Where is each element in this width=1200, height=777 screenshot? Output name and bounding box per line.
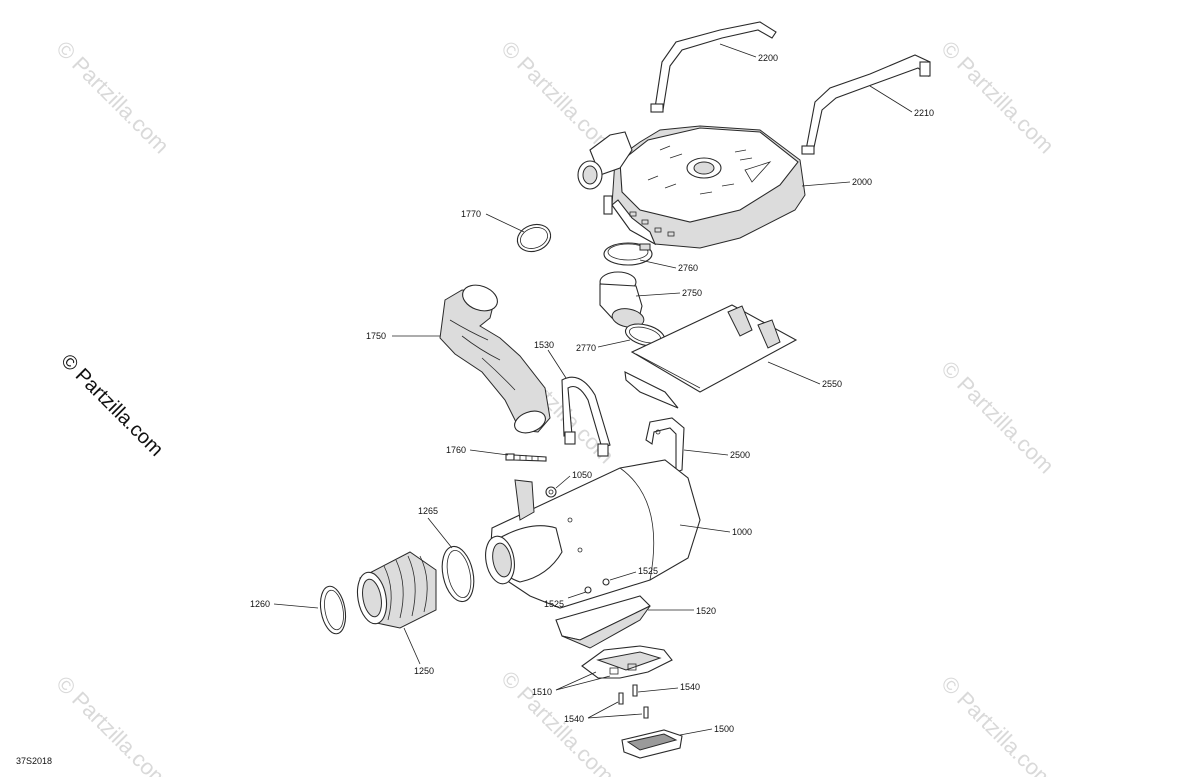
callout-1540-right: 1540 — [680, 682, 700, 692]
callout-1520: 1520 — [696, 606, 716, 616]
callout-1265: 1265 — [418, 506, 438, 516]
callout-1750: 1750 — [366, 331, 386, 341]
callout-1525-upper: 1525 — [638, 566, 658, 576]
part-2750-elbow — [599, 271, 645, 328]
part-1000-muffler — [485, 459, 701, 609]
part-1750-duct — [439, 284, 551, 434]
leader-lines — [273, 43, 913, 736]
callout-1770: 1770 — [461, 209, 481, 219]
watermark-main: © Partzilla.com — [56, 350, 167, 461]
part-1525-screws — [584, 578, 610, 594]
part-2210-strap — [801, 54, 931, 155]
part-2770-clamp — [624, 323, 666, 347]
callout-2210: 2210 — [914, 108, 934, 118]
part-1540-screws — [618, 684, 649, 719]
watermark-bottom-right: © Partzilla.com — [936, 671, 1059, 777]
part-1520-heat-shield — [555, 595, 651, 649]
callout-1000: 1000 — [732, 527, 752, 537]
watermark-bottom-center: © Partzilla.com — [496, 666, 619, 777]
callout-2000: 2000 — [852, 177, 872, 187]
callout-1540-left: 1540 — [564, 714, 584, 724]
callout-1510: 1510 — [532, 687, 552, 697]
part-2000-air-box — [577, 125, 806, 249]
callout-labels: 2200 2210 2000 1770 2760 2750 2770 1750 … — [250, 53, 934, 734]
diagram-code: 37S2018 — [16, 756, 52, 766]
callout-2200: 2200 — [758, 53, 778, 63]
callout-1530: 1530 — [534, 340, 554, 350]
part-1500-latch — [621, 729, 683, 759]
part-1260-clamp — [319, 585, 347, 635]
callout-2760: 2760 — [678, 263, 698, 273]
part-1760-bolt — [505, 453, 547, 462]
watermark-top-right: © Partzilla.com — [936, 36, 1059, 159]
callout-1525-lower: 1525 — [544, 599, 564, 609]
callout-2750: 2750 — [682, 288, 702, 298]
callout-1260: 1260 — [250, 599, 270, 609]
watermark-bottom-left: © Partzilla.com — [51, 671, 174, 777]
part-2200-strap — [650, 21, 777, 113]
part-1050-nut — [545, 486, 557, 498]
callout-1500: 1500 — [714, 724, 734, 734]
callout-2770: 2770 — [576, 343, 596, 353]
part-2550-plate — [624, 304, 798, 409]
part-1265-clamp — [441, 545, 475, 603]
watermark-group: © Partzilla.com © Partzilla.com © Partzi… — [51, 36, 1059, 777]
callout-2500: 2500 — [730, 450, 750, 460]
part-1510-bracket — [581, 645, 673, 679]
callout-1250: 1250 — [414, 666, 434, 676]
part-1250-coupler — [356, 551, 437, 629]
callout-1050: 1050 — [572, 470, 592, 480]
callout-2550: 2550 — [822, 379, 842, 389]
part-1770-clamp — [516, 223, 552, 253]
watermark-mid-right: © Partzilla.com — [936, 356, 1059, 479]
part-2760-clamp — [603, 242, 653, 266]
watermark-top-center: © Partzilla.com — [496, 36, 619, 159]
callout-1760: 1760 — [446, 445, 466, 455]
watermark-top-left: © Partzilla.com — [51, 36, 174, 159]
part-2500-bracket — [645, 417, 685, 473]
part-1530-hose — [561, 376, 611, 457]
